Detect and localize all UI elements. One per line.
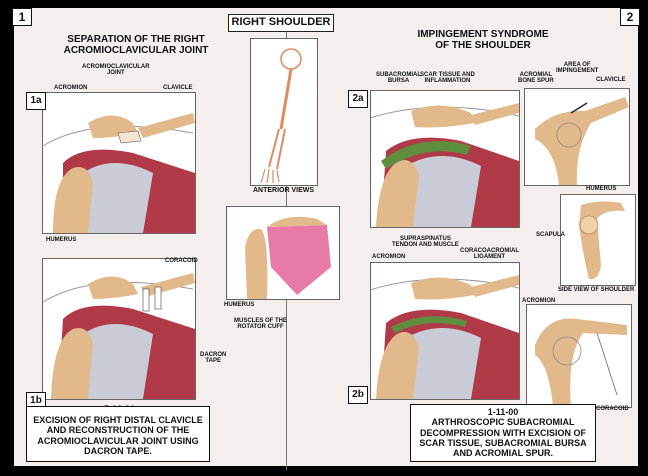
rotator-cuff-illustration bbox=[226, 206, 340, 300]
label-ac-joint-line1: ACROMIOCLAVICULAR bbox=[82, 64, 150, 70]
side-view-drawing bbox=[579, 201, 625, 280]
label-supraspinatus: SUPRASPINATUS TENDON AND MUSCLE bbox=[392, 236, 459, 249]
page-number-left: 1 bbox=[12, 8, 32, 26]
label-area-of-impingement: AREA OF IMPINGEMENT bbox=[556, 62, 598, 75]
label-ac-joint: ACROMIOCLAVICULAR JOINT bbox=[82, 64, 150, 77]
right-caption-line2: DECOMPRESSION WITH EXCISION OF bbox=[419, 427, 586, 438]
label-acromion-2b: ACROMION bbox=[372, 254, 406, 260]
shoulder-2a-drawing bbox=[371, 103, 519, 227]
right-caption-line1: ARTHROSCOPIC SUBACROMIAL bbox=[431, 417, 575, 428]
label-dacron-line2: TAPE bbox=[205, 358, 221, 365]
left-caption-line3: ACROMIOCLAVICULAR JOINT USING bbox=[37, 435, 199, 446]
label-acromial-line1: ACROMIAL bbox=[519, 72, 552, 78]
label-muscles-line2: ROTATOR CUFF bbox=[237, 324, 284, 331]
label-acromion-1a: ACROMION bbox=[54, 85, 88, 91]
right-caption: 1-11-00 ARTHROSCOPIC SUBACROMIAL DECOMPR… bbox=[410, 404, 596, 462]
right-caption-line4: AND ACROMIAL SPUR. bbox=[452, 448, 553, 459]
panel-tag-2b: 2b bbox=[348, 386, 368, 404]
right-heading: IMPINGEMENT SYNDROME OF THE SHOULDER bbox=[408, 29, 558, 51]
left-caption-line2: AND RECONSTRUCTION OF THE bbox=[46, 425, 190, 436]
left-heading-line2: ACROMIOCLAVICULAR JOINT bbox=[63, 44, 209, 56]
left-caption-line4: DACRON TAPE. bbox=[84, 446, 152, 457]
label-anterior-views: ANTERIOR VIEWS bbox=[253, 187, 315, 194]
label-side-view: SIDE VIEW OF SHOULDER bbox=[558, 287, 635, 293]
acromion-coracoid-drawing bbox=[535, 318, 627, 407]
label-muscles-line1: MUSCLES OF THE bbox=[234, 318, 288, 324]
label-humerus-side: HUMERUS bbox=[586, 186, 617, 192]
label-scapula: SCAPULA bbox=[536, 232, 566, 238]
left-caption: EXCISION OF RIGHT DISTAL CLAVICLE AND RE… bbox=[26, 406, 210, 462]
acromial-spur-illustration bbox=[524, 88, 630, 186]
left-caption-line1: EXCISION OF RIGHT DISTAL CLAVICLE bbox=[33, 415, 203, 425]
label-clavicle-1a: CLAVICLE bbox=[163, 85, 193, 91]
left-heading-line1: SEPARATION OF THE RIGHT bbox=[67, 34, 205, 45]
panel-1b-illustration bbox=[42, 258, 196, 400]
label-coracoacromial: CORACOACROMIAL LIGAMENT bbox=[460, 248, 519, 261]
panel-tag-1a: 1a bbox=[26, 92, 46, 110]
label-muscles-rotator-cuff: MUSCLES OF THE ROTATOR CUFF bbox=[234, 318, 287, 331]
label-subacromial-line2: BURSA bbox=[387, 78, 410, 85]
label-scar-line1: SCAR TISSUE AND bbox=[420, 72, 475, 78]
label-dacron-line1: DACRON bbox=[200, 352, 227, 358]
label-coraco-line2: LIGAMENT bbox=[473, 254, 506, 261]
label-clavicle-side: CLAVICLE bbox=[596, 77, 626, 83]
right-caption-date: 1-11-00 bbox=[487, 407, 519, 417]
acromion-coracoid-illustration bbox=[526, 304, 632, 408]
label-ac-joint-line2: JOINT bbox=[106, 70, 125, 77]
acromial-spur-drawing bbox=[535, 97, 629, 185]
label-coracoid-side: CORACOID bbox=[596, 406, 629, 412]
panel-2b-illustration bbox=[370, 262, 520, 400]
right-caption-line3: SCAR TISSUE, SUBACROMIAL BURSA bbox=[419, 438, 587, 449]
page-number-right: 2 bbox=[620, 8, 640, 26]
shoulder-2b-drawing bbox=[371, 275, 519, 399]
page-title: RIGHT SHOULDER bbox=[228, 14, 334, 32]
label-humerus-center: HUMERUS bbox=[224, 302, 255, 308]
label-acromial-bone-spur: ACROMIAL BONE SPUR bbox=[518, 72, 554, 85]
right-heading-line1: IMPINGEMENT SYNDROME bbox=[417, 29, 549, 40]
label-acromion-side: ACROMION bbox=[522, 298, 556, 304]
label-scar-line2: INFLAMMATION bbox=[424, 78, 471, 85]
label-supra-line1: SUPRASPINATUS bbox=[399, 236, 451, 242]
panel-1a-illustration bbox=[42, 92, 196, 234]
label-humerus-1a: HUMERUS bbox=[46, 237, 77, 243]
arm-skeleton-illustration bbox=[250, 38, 318, 186]
label-area-line1: AREA OF bbox=[563, 62, 591, 68]
left-heading: SEPARATION OF THE RIGHT ACROMIOCLAVICULA… bbox=[56, 34, 216, 56]
label-coraco-line1: CORACOACROMIAL bbox=[460, 248, 519, 254]
arm-skeleton-drawing bbox=[260, 48, 302, 184]
panel-tag-2a: 2a bbox=[348, 90, 368, 108]
panel-2a-illustration bbox=[370, 90, 520, 228]
label-dacron-tape: DACRON TAPE bbox=[200, 352, 226, 365]
label-supra-line2: TENDON AND MUSCLE bbox=[392, 242, 459, 249]
right-heading-line2: OF THE SHOULDER bbox=[435, 39, 531, 51]
rotator-cuff-drawing bbox=[245, 216, 331, 299]
label-subacromial-bursa: SUBACROMIAL BURSA bbox=[376, 72, 421, 85]
label-scar-tissue: SCAR TISSUE AND INFLAMMATION bbox=[420, 72, 475, 85]
shoulder-1b-drawing bbox=[43, 273, 195, 399]
label-acromial-line2: BONE SPUR bbox=[518, 78, 554, 85]
label-coracoid-1b: CORACOID bbox=[165, 258, 198, 264]
label-area-line2: IMPINGEMENT bbox=[556, 68, 599, 75]
side-view-illustration bbox=[560, 194, 636, 286]
shoulder-1a-drawing bbox=[43, 113, 195, 233]
label-subacromial-line1: SUBACROMIAL bbox=[376, 72, 421, 78]
